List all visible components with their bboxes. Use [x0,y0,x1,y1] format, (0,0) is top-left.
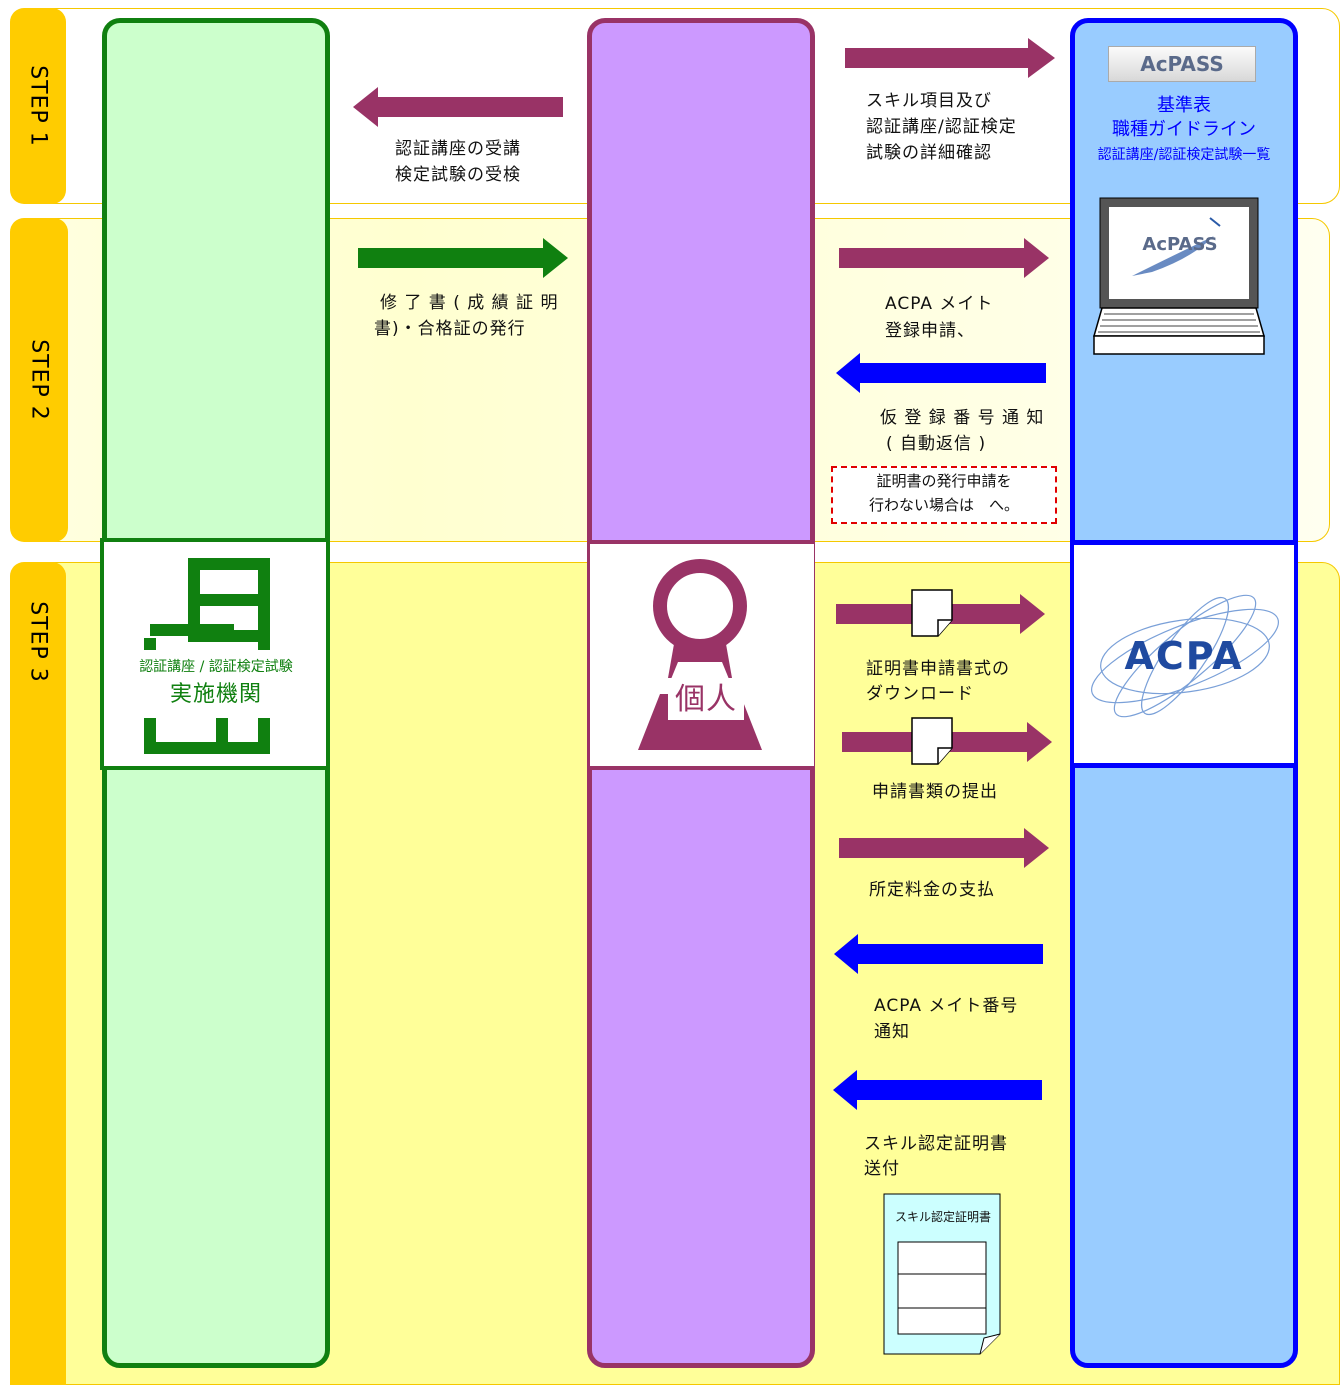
step2-note-line1: 証明書の発行申請を [876,472,1012,490]
step2-right1-line1: ACPA メイト [885,294,994,314]
laptop-icon [1093,197,1265,355]
step2-note-line2: 行わない場合は へ。 [868,496,1019,514]
step1-right-line1: スキル項目及び [866,91,992,111]
acpass-button-label: AcPASS [1140,52,1224,76]
step2-left-line2: 書)・合格証の発行 [374,319,526,339]
step1-tab: STEP 1 [10,8,66,204]
step3-flow4-line1: ACPA メイト番号 [874,996,1019,1016]
step3-flow4-line2: 通知 [874,1022,910,1042]
step1-right-line3: 試験の詳細確認 [866,143,992,163]
individual-label-bg [668,680,744,720]
institution-label-bg [112,650,320,718]
step1-left-line2: 検定試験の受検 [395,165,521,185]
acpass-line2: 職種ガイドライン [1112,119,1256,140]
acpa-orbit-graphic [1091,594,1279,718]
institution-title-small: 認証講座 / 認証検定試験 [139,659,293,675]
step1-right-line2: 認証講座/認証検定 [866,117,1017,137]
arrow-step1-to-individual [845,38,1055,78]
step3-flow1-line1: 証明書申請書式の [866,659,1010,679]
step3-flow5-line2: 送付 [864,1159,900,1179]
step2-right2-line2: ( 自動返信 ) [886,434,987,454]
institution-title-large: 実施機関 [169,682,262,707]
acpa-box [1074,540,1294,768]
step2-note-box [831,466,1057,524]
acpass-line1: 基準表 [1157,95,1211,116]
step3-tab: STEP 3 [10,562,66,1385]
step1-left-line1: 認証講座の受講 [395,139,521,159]
step2-right2-line1: 仮 登 録 番 号 通 知 [880,408,1045,428]
step3-flow1-line2: ダウンロード [866,684,974,704]
certificate-doc-label: スキル認定証明書 [894,1210,991,1224]
arrow-step2-certificate [358,238,568,278]
certificate-document-icon [883,1193,1001,1355]
step3-flow3: 所定料金の支払 [869,880,995,900]
document-icon [911,589,953,637]
arrow-step1-to-institution [353,87,563,127]
document-icon-2 [911,717,953,765]
arrow-step3-send-certificate [833,1070,1042,1110]
acpass-line3: 認証講座/認証検定試験一覧 [1097,147,1271,163]
step2-right1-line2: 登録申請、 [885,321,975,341]
step3-flow5-line1: スキル認定証明書 [864,1134,1008,1154]
step3-flow2: 申請書類の提出 [872,782,998,802]
arrow-step3-payment [839,828,1049,868]
step2-left-line1: 修 了 書 ( 成 績 証 明 [380,293,559,313]
arrow-step3-member-number [834,934,1043,974]
step2-tab: STEP 2 [10,218,68,542]
laptop-logo: AcPASS [1142,234,1218,255]
acpass-button[interactable]: AcPASS [1108,46,1256,82]
arrow-step2-temp-number [836,353,1046,393]
acpa-logo: ACPA [1124,634,1244,678]
arrow-step2-register [839,238,1049,278]
individual-label: 個人 [675,682,737,717]
